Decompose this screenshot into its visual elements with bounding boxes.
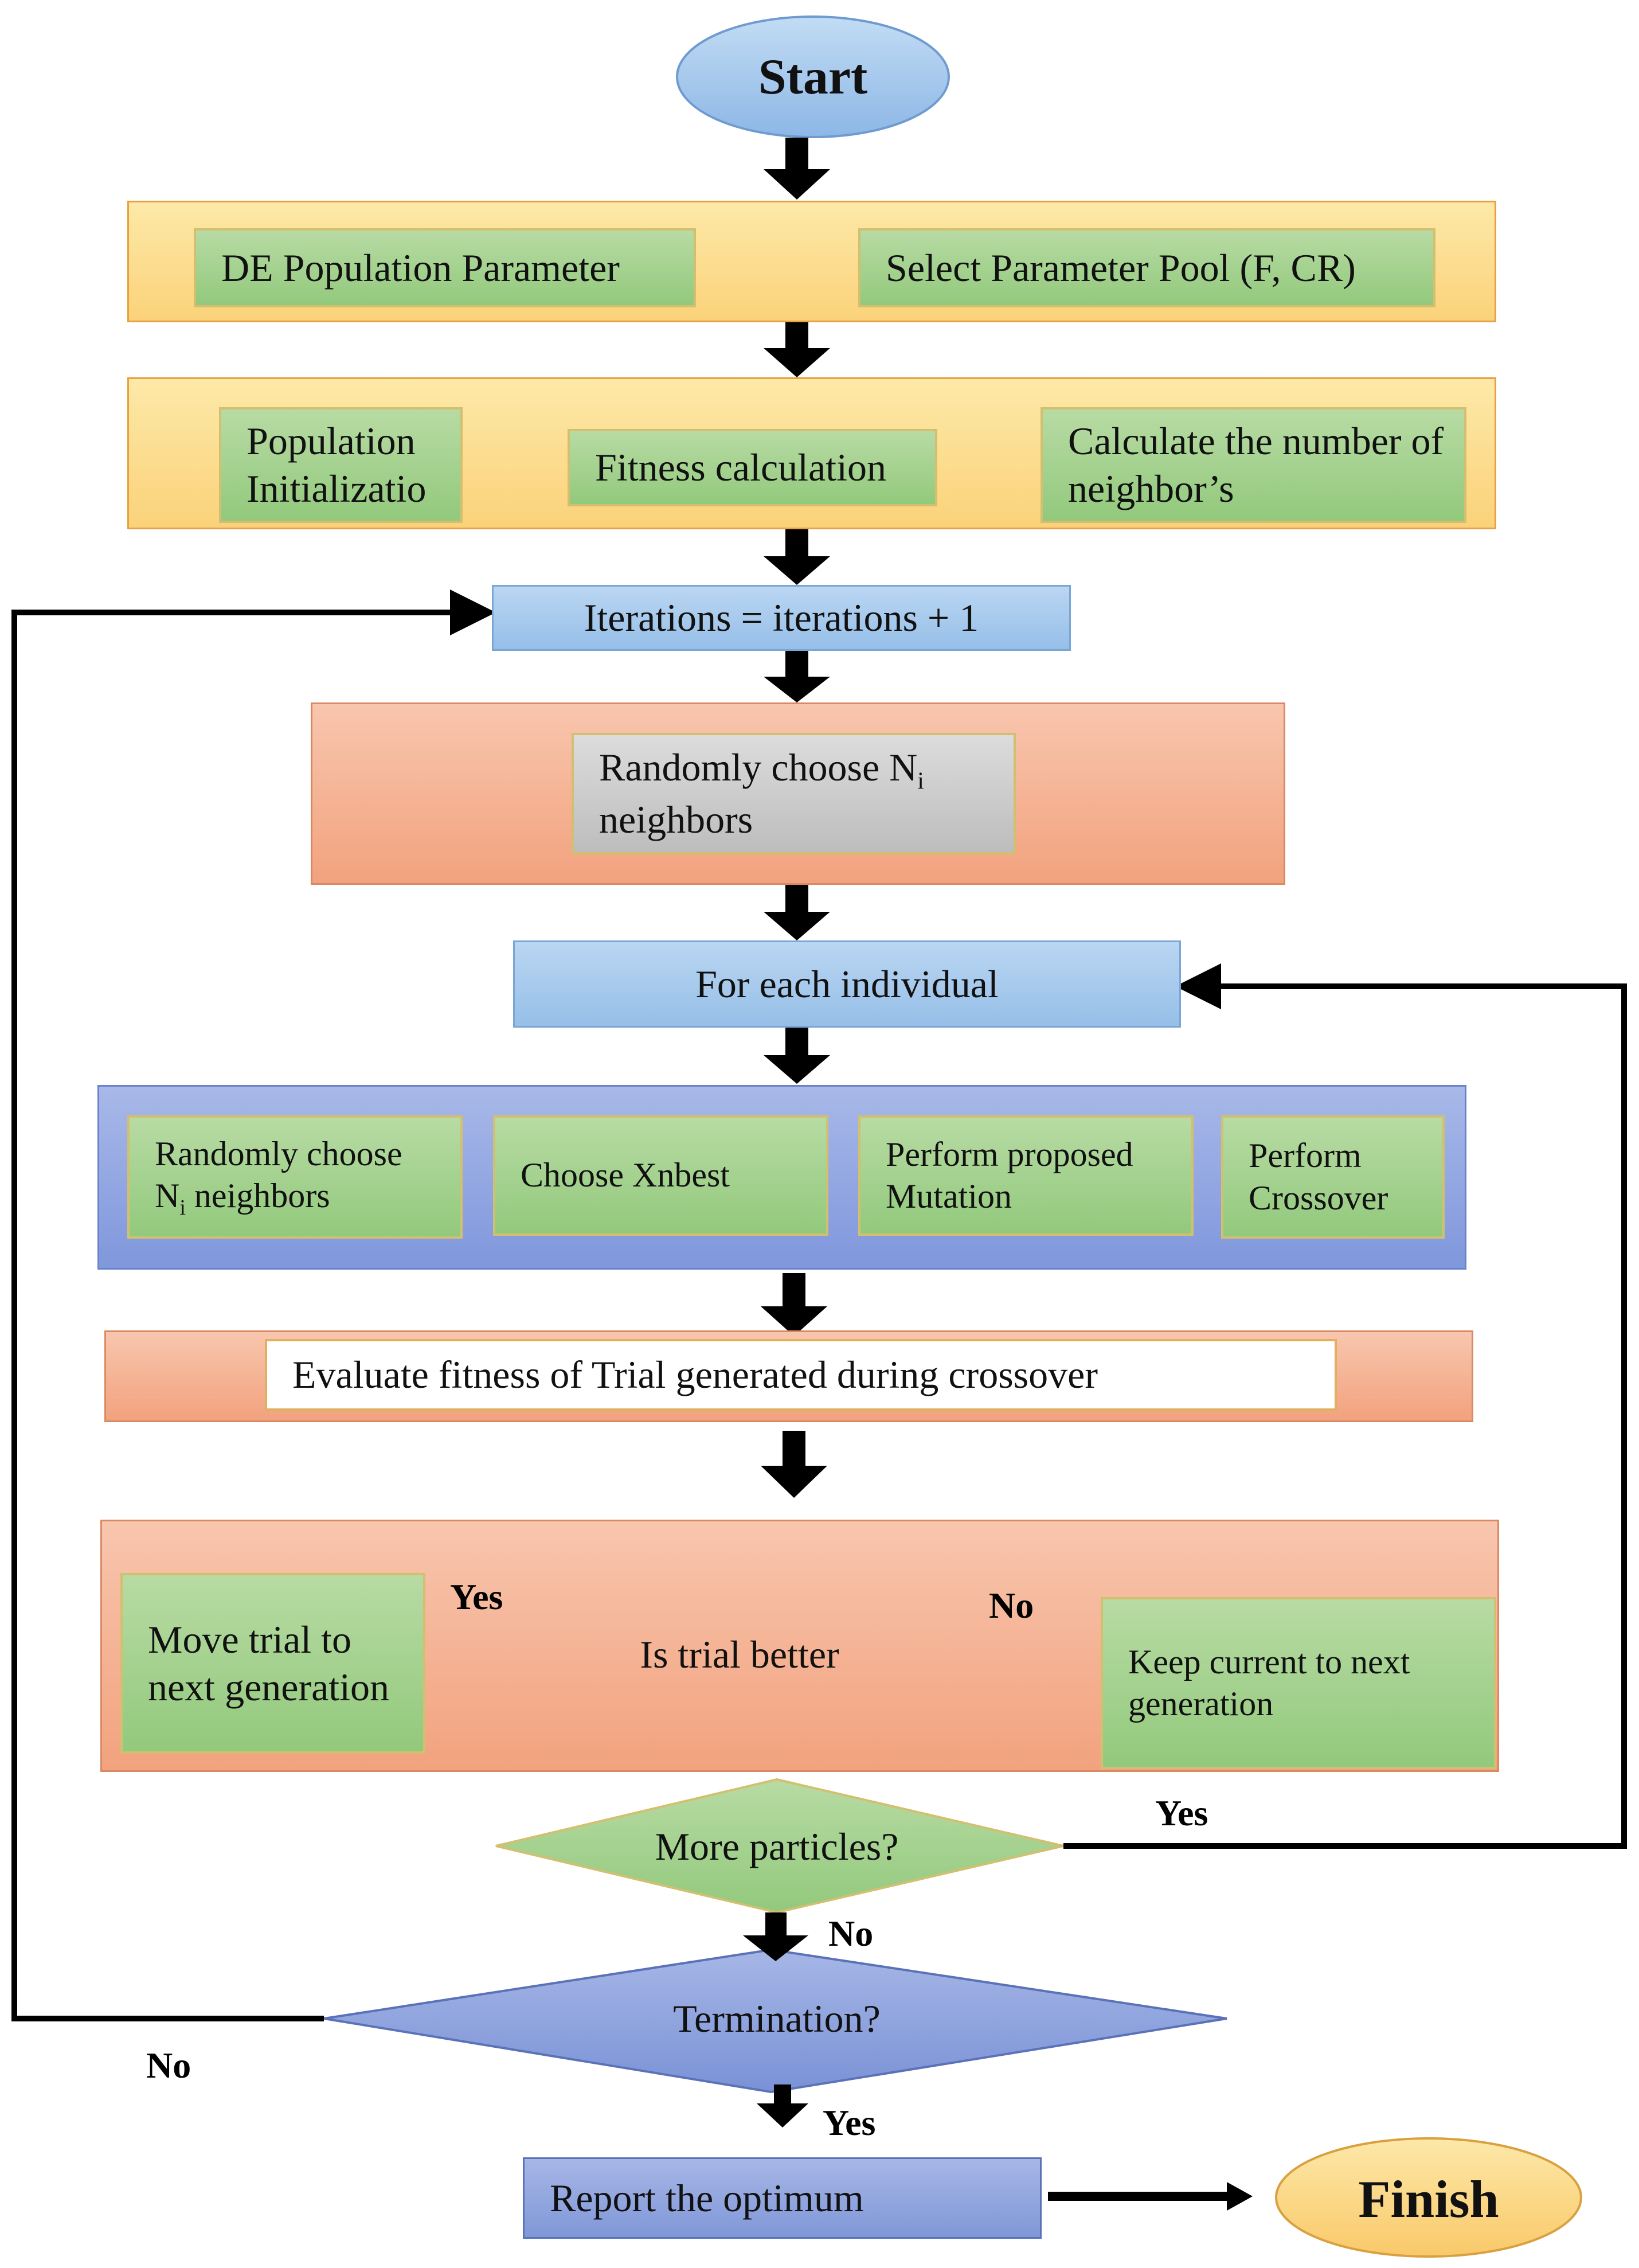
random-choose-text: Randomly choose N (599, 745, 918, 789)
select-parameter-pool-node[interactable]: Select Parameter Pool (F, CR) (858, 228, 1435, 307)
start-label: Start (758, 49, 868, 106)
perform-mutation-node[interactable]: Perform proposed Mutation (858, 1115, 1194, 1236)
start-ellipse (676, 15, 950, 138)
is-trial-better-label: Is trial better (640, 1632, 839, 1676)
loop-more-particles-yes (1063, 963, 1627, 1849)
population-initialization-label: Population Initializatio (247, 419, 427, 510)
is-trial-better-node[interactable]: Is trial better (573, 1623, 906, 1686)
arrow-foreach-to-band (764, 1026, 830, 1084)
iterations-label: Iterations = iterations + 1 (584, 596, 979, 640)
perform-mutation-label: Perform proposed Mutation (886, 1135, 1133, 1215)
arrow-iterations-to-random (764, 648, 830, 702)
move-trial-node[interactable]: Move trial to next generation (120, 1573, 425, 1754)
calculate-neighbors-label: Calculate the number of neighbor’s (1068, 419, 1444, 510)
for-each-individual-node[interactable]: For each individual (513, 940, 1181, 1028)
arrow-more-to-termination (743, 1912, 808, 1961)
arrow-band-to-evaluate (761, 1273, 827, 1336)
edge-label-no-keep: No (989, 1585, 1034, 1626)
keep-current-node[interactable]: Keep current to next generation (1101, 1597, 1496, 1769)
fitness-calculation-label: Fitness calculation (595, 446, 887, 490)
arrow-termination-to-report (757, 2084, 808, 2128)
perform-crossover-node[interactable]: Perform Crossover (1221, 1115, 1445, 1239)
termination-label: Termination? (673, 1996, 881, 2040)
arrow-band1-to-band2 (764, 319, 830, 377)
fitness-calculation-node[interactable]: Fitness calculation (568, 429, 937, 506)
finish-label: Finish (1358, 2169, 1499, 2228)
choose-xnbest-node[interactable]: Choose Xnbest (493, 1115, 828, 1236)
inner-random-text: Randomly choose (155, 1134, 402, 1173)
more-particles-node[interactable]: More particles? (605, 1815, 949, 1878)
calculate-neighbors-node[interactable]: Calculate the number of neighbor’s (1040, 407, 1466, 523)
arrow-report-to-finish (1048, 2182, 1253, 2211)
choose-xnbest-label: Choose Xnbest (521, 1156, 730, 1194)
arrow-random-to-foreach (764, 882, 830, 940)
random-choose-rest: neighbors (599, 798, 753, 842)
termination-node[interactable]: Termination? (605, 1987, 949, 2050)
inner-random-subscript: i (179, 1195, 186, 1220)
evaluate-fitness-node[interactable]: Evaluate fitness of Trial generated duri… (265, 1339, 1337, 1411)
randomly-choose-neighbors-node[interactable]: Randomly choose Ni neighbors (572, 733, 1016, 854)
edge-label-yes-move: Yes (450, 1576, 503, 1617)
edge-label-yes-termination: Yes (823, 2102, 876, 2143)
termination-diamond (323, 1948, 1227, 2094)
finish-node[interactable]: Finish (1276, 2168, 1581, 2231)
loop-termination-no (11, 590, 496, 2021)
more-particles-label: More particles? (655, 1824, 899, 1868)
edge-label-yes-more: Yes (1155, 1793, 1208, 1833)
de-population-parameter-node[interactable]: DE Population Parameter (194, 228, 696, 307)
random-choose-subscript: i (917, 768, 924, 795)
finish-ellipse (1275, 2137, 1582, 2258)
iterations-node[interactable]: Iterations = iterations + 1 (492, 585, 1071, 651)
move-trial-label: Move trial to next generation (148, 1617, 390, 1709)
de-population-parameter-label: DE Population Parameter (221, 245, 620, 290)
select-parameter-pool-label: Select Parameter Pool (F, CR) (886, 245, 1356, 290)
population-initialization-node[interactable]: Population Initializatio (219, 407, 463, 523)
inner-random-rest: neighbors (185, 1176, 330, 1215)
inner-random-n: N (155, 1176, 180, 1215)
arrow-evaluate-to-decision (761, 1431, 827, 1498)
arrow-band2-to-iterations (764, 525, 830, 585)
edge-label-no-termination: No (146, 2045, 191, 2086)
keep-current-label: Keep current to next generation (1128, 1642, 1410, 1723)
arrow-start-to-band1 (764, 138, 830, 200)
for-each-individual-label: For each individual (695, 962, 999, 1006)
randomly-choose-neighbors-label: Randomly choose Ni neighbors (599, 744, 924, 844)
edge-label-no-more: No (828, 1913, 874, 1954)
evaluate-fitness-label: Evaluate fitness of Trial generated duri… (292, 1353, 1098, 1397)
report-optimum-label: Report the optimum (550, 2176, 864, 2220)
perform-crossover-label: Perform Crossover (1249, 1137, 1388, 1217)
start-node[interactable]: Start (676, 46, 949, 109)
report-optimum-node[interactable]: Report the optimum (523, 2157, 1042, 2239)
